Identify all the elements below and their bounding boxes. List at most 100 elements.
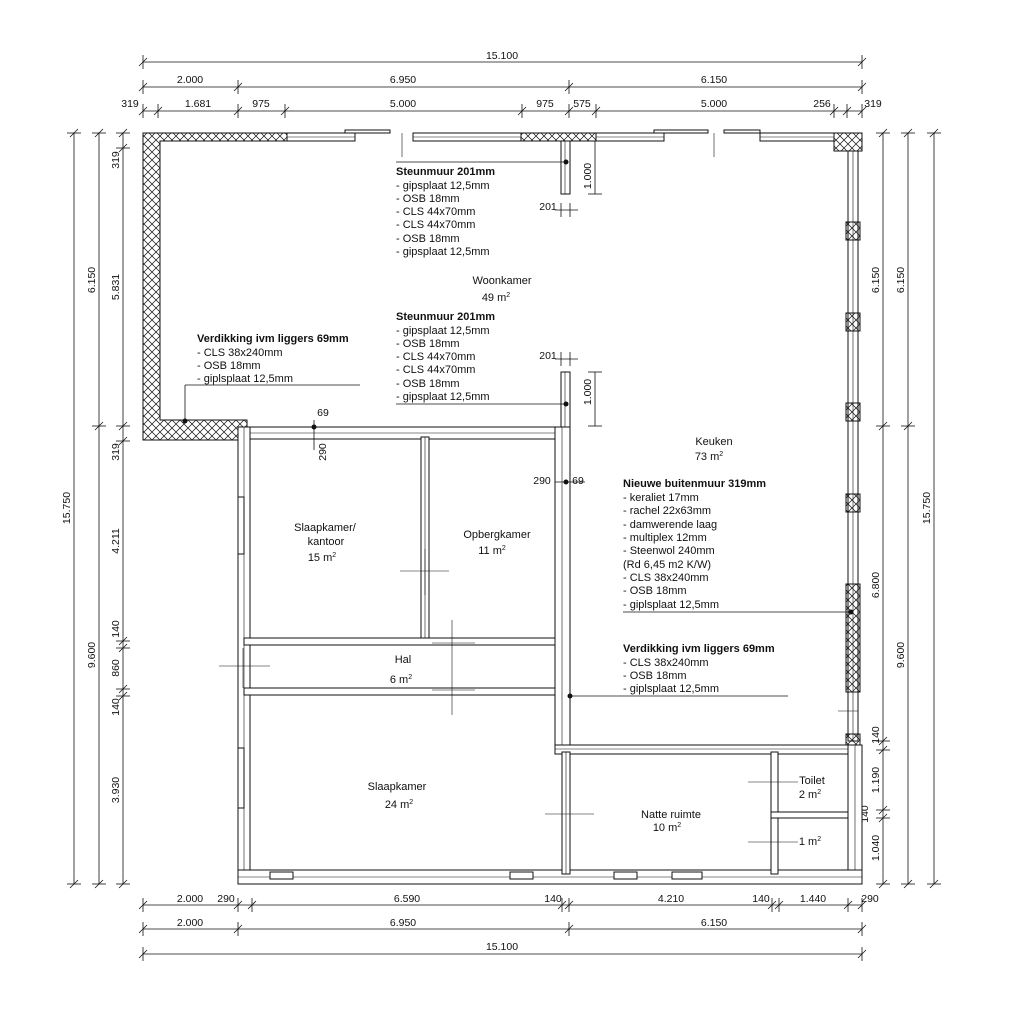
note-steunmuur-top: Steunmuur 201mm - gipsplaat 12,5mm - OSB… [396,166,495,258]
note-line: - OSB 18mm [396,233,460,245]
note-line: - damwerende laag [623,519,717,531]
dim-right-1040: 1.040 [870,835,882,861]
dim-left-319-b: 319 [110,443,122,461]
room-labels: Woonkamer 49 m2 Keuken 73 m2 Slaapkamer/… [294,275,825,848]
room-natte-ruimte-name: Natte ruimte [641,809,701,821]
dim-bot-140-b: 140 [752,893,770,905]
note-verdikking-left-title: Verdikking ivm liggers 69mm [197,333,349,345]
room-woonkamer-name: Woonkamer [472,275,531,287]
dim-bot2-6950: 6.950 [390,917,416,929]
note-steunmuur-top-title: Steunmuur 201mm [396,166,495,178]
note-line: - giplsplaat 12,5mm [623,683,719,695]
note-line: - giplsplaat 12,5mm [623,599,719,611]
dim-201-mid: 201 [539,350,557,362]
note-verdikking-left: Verdikking ivm liggers 69mm - CLS 38x240… [197,333,349,385]
dim-bot-140-a: 140 [544,893,562,905]
room-natte-ruimte-area: 10 m2 [653,822,681,834]
dim-top-975-a: 975 [252,98,270,110]
dim-right-6150: 6.150 [895,267,907,293]
dim-left-3930: 3.930 [110,777,122,803]
detail-dimensions: 1.000 201 201 1.000 69 290 290 69 [313,140,602,487]
note-line: - gipsplaat 12,5mm [396,391,490,403]
annotation-leaders [182,159,854,699]
room-opbergkamer-area: 11 m2 [478,545,506,557]
note-steunmuur-mid-title: Steunmuur 201mm [396,311,495,323]
dim-top-a: 2.000 [177,74,203,86]
dim-right-1190: 1.190 [870,767,882,793]
dim-1000-top: 1.000 [582,163,594,189]
note-line: - OSB 18mm [623,585,687,597]
dim-left-9600: 9.600 [86,642,98,668]
note-line: - keraliet 17mm [623,492,699,504]
walls [142,129,863,885]
room-keuken-name: Keuken [695,436,732,448]
dim-right-140-a: 140 [870,726,882,744]
dim-bot2-2000: 2.000 [177,917,203,929]
room-slaapkamer-kantoor-area: 15 m2 [308,552,336,564]
room-woonkamer-area: 49 m2 [482,292,510,304]
note-line: - multiplex 12mm [623,532,707,544]
note-line: - CLS 44x70mm [396,351,475,363]
dim-bot-2000-a: 2.000 [177,893,203,905]
note-line: - CLS 44x70mm [396,219,475,231]
dim-69-a: 69 [317,407,329,419]
room-slaapkamer-kantoor-name1: Slaapkamer/ [294,522,357,534]
note-line: - OSB 18mm [623,670,687,682]
dim-top-319-left: 319 [121,98,139,110]
note-line: - Steenwol 240mm [623,545,715,557]
bottom-dimensions: 2.000 290 6.590 140 4.210 140 1.440 290 … [138,893,879,961]
note-line: - gipsplaat 12,5mm [396,180,490,192]
dim-bot-total: 15.100 [486,941,518,953]
note-line: - CLS 38x240mm [197,347,283,359]
note-line: - OSB 18mm [396,338,460,350]
dim-bot2-6150: 6.150 [701,917,727,929]
right-dimensions: 15.750 6.150 9.600 6.150 6.800 140 1.190… [859,128,941,889]
dim-1000-mid: 1.000 [582,379,594,405]
dim-290-a: 290 [317,443,329,461]
dim-left-140-a: 140 [110,620,122,638]
dim-top-1681: 1.681 [185,98,211,110]
dim-top-5000-b: 5.000 [701,98,727,110]
dim-bot-290-b: 290 [861,893,879,905]
dim-top-319-right: 319 [864,98,882,110]
note-line: - OSB 18mm [197,360,261,372]
dim-right-9600: 9.600 [895,642,907,668]
dim-right-6800: 6.800 [870,572,882,598]
note-line: - CLS 44x70mm [396,206,475,218]
note-line: - OSB 18mm [396,193,460,205]
note-line: - OSB 18mm [396,378,460,390]
dim-left-860: 860 [110,659,122,677]
note-line: - gipsplaat 12,5mm [396,246,490,258]
dim-bot-6590: 6.590 [394,893,420,905]
room-slaapkamer-name: Slaapkamer [368,781,427,793]
note-line: - CLS 38x240mm [623,572,709,584]
dim-top-975-b: 975 [536,98,554,110]
left-dimensions: 15.750 6.150 9.600 319 5.831 319 4.211 1… [61,128,130,889]
dim-top-c: 6.150 [701,74,727,86]
room-toilet-area: 2 m2 [799,789,821,801]
room-slaapkamer-area: 24 m2 [385,799,413,811]
note-line: - CLS 44x70mm [396,364,475,376]
note-verdikking-right: Verdikking ivm liggers 69mm - CLS 38x240… [623,643,775,695]
dim-bot-290-a: 290 [217,893,235,905]
dim-69-b: 69 [572,475,584,487]
note-buitenmuur-title: Nieuwe buitenmuur 319mm [623,478,766,490]
note-steunmuur-mid: Steunmuur 201mm - gipsplaat 12,5mm - OSB… [396,311,495,403]
room-berging-area: 1 m2 [799,836,821,848]
dim-left-6150: 6.150 [86,267,98,293]
note-verdikking-right-title: Verdikking ivm liggers 69mm [623,643,775,655]
note-line: - rachel 22x63mm [623,505,711,517]
top-dimensions: 15.100 2.000 6.950 6.150 319 1.681 975 5… [121,50,882,118]
dim-top-575: 575 [573,98,591,110]
note-line: - giplsplaat 12,5mm [197,373,293,385]
dim-left-4211: 4.211 [110,528,122,554]
dim-right-6150-inner: 6.150 [870,267,882,293]
room-hal-name: Hal [395,654,412,666]
dim-left-5831: 5.831 [110,274,122,300]
room-opbergkamer-name: Opbergkamer [463,529,531,541]
dim-290-b: 290 [533,475,551,487]
dim-bot-4210: 4.210 [658,893,684,905]
dim-top-256: 256 [813,98,831,110]
dim-top-5000-a: 5.000 [390,98,416,110]
